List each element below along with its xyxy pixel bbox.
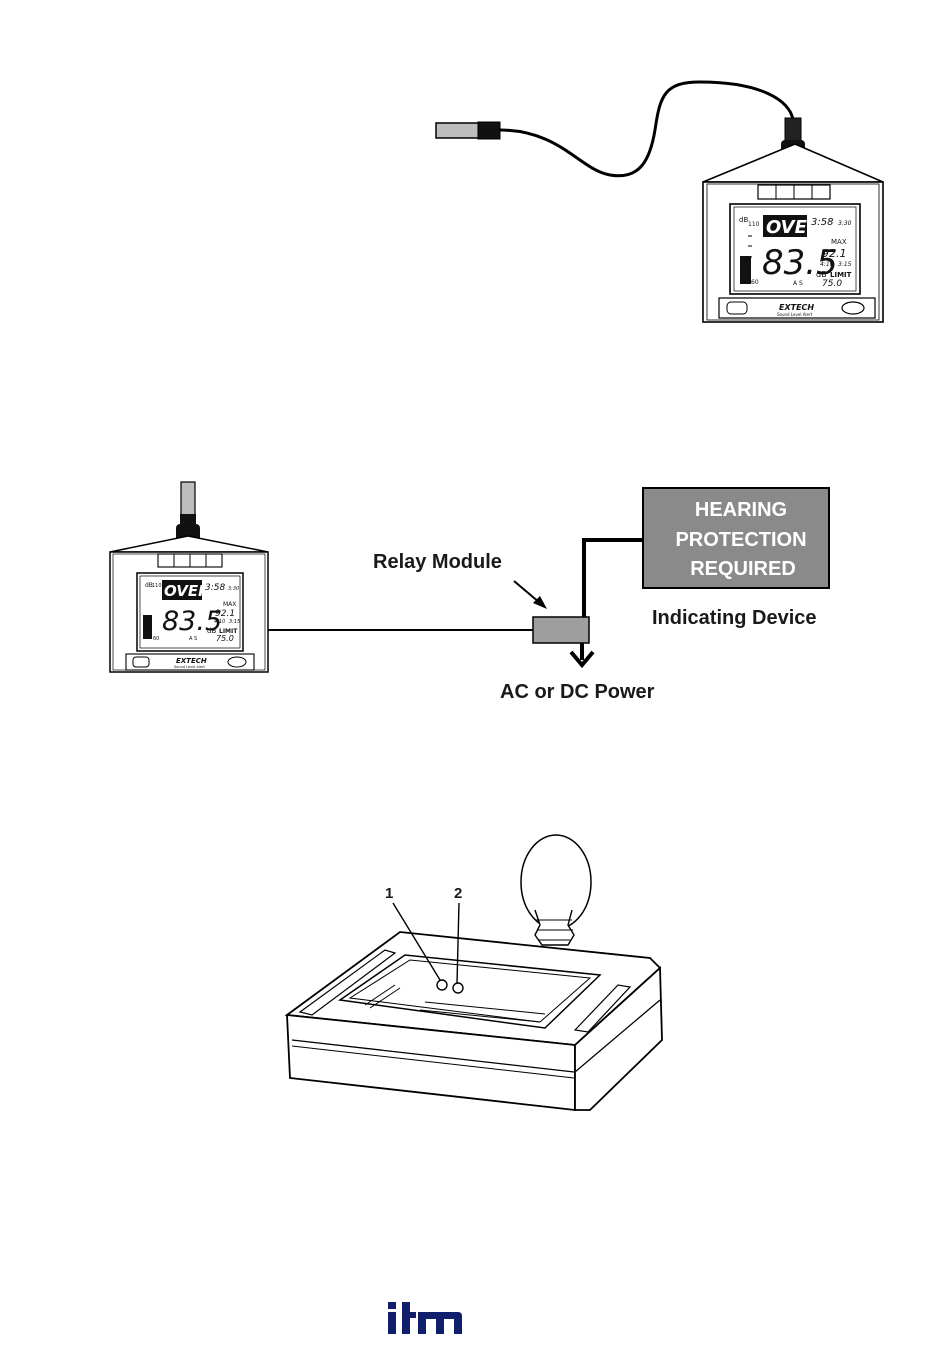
callout-2: 2 [454, 885, 462, 902]
svg-text:HEARING: HEARING [695, 499, 787, 521]
sound-level-meter-1: dB 110 60 OVER 3:58 3:30 83.5 MAX 92.1 4… [703, 144, 883, 322]
svg-text:A S: A S [793, 280, 803, 287]
callout-1: 1 [385, 885, 393, 902]
svg-text:60: 60 [153, 636, 159, 642]
relay-module [533, 617, 589, 643]
svg-text:dB: dB [816, 270, 827, 279]
svg-text:110: 110 [152, 583, 162, 589]
svg-text:EXTECH: EXTECH [176, 657, 207, 665]
back-view-diagram: 1 2 [287, 835, 662, 1110]
itm-logo [388, 1302, 462, 1334]
relay-module-label: Relay Module [373, 551, 502, 573]
svg-text:3:30: 3:30 [228, 586, 239, 592]
svg-text:75.0: 75.0 [822, 279, 842, 289]
svg-text:110: 110 [748, 221, 760, 228]
svg-text:MAX: MAX [223, 601, 236, 608]
power-label: AC or DC Power [500, 681, 655, 703]
svg-text:4:10: 4:10 [214, 619, 225, 625]
svg-text:4:10: 4:10 [820, 261, 834, 268]
relay-wiring-diagram: dB 110 60 OVER 3:58 3:30 83.5 MAX 92.1 4… [110, 482, 829, 703]
svg-text:LIMIT: LIMIT [830, 271, 852, 279]
svg-text:Sound Level Alert: Sound Level Alert [777, 312, 813, 317]
brand-logo: EXTECH [779, 303, 814, 312]
svg-text:92.1: 92.1 [822, 247, 847, 260]
extension-cable [500, 82, 793, 176]
remote-probe [436, 123, 480, 138]
svg-text:3:30: 3:30 [838, 220, 852, 227]
svg-text:Sound Level Alert: Sound Level Alert [174, 665, 205, 669]
svg-text:60: 60 [751, 279, 759, 286]
svg-text:75.0: 75.0 [216, 634, 234, 643]
remote-microphone-diagram: dB 110 60 OVER 3:58 3:30 83.5 MAX 92.1 4… [436, 82, 883, 322]
svg-text:3:15: 3:15 [229, 619, 240, 625]
svg-text:A S: A S [189, 636, 197, 642]
svg-text:MAX: MAX [831, 238, 847, 246]
svg-text:PROTECTION: PROTECTION [675, 529, 806, 551]
indicating-device-label: Indicating Device [652, 607, 817, 629]
svg-text:3:58: 3:58 [811, 217, 833, 228]
svg-text:OVER: OVER [164, 582, 210, 600]
svg-text:3:15: 3:15 [838, 261, 852, 268]
svg-text:3:58: 3:58 [205, 583, 225, 593]
sound-level-meter-2: dB 110 60 OVER 3:58 3:30 83.5 MAX 92.1 4… [110, 536, 268, 672]
svg-text:92.1: 92.1 [215, 609, 235, 619]
svg-text:REQUIRED: REQUIRED [690, 558, 796, 580]
